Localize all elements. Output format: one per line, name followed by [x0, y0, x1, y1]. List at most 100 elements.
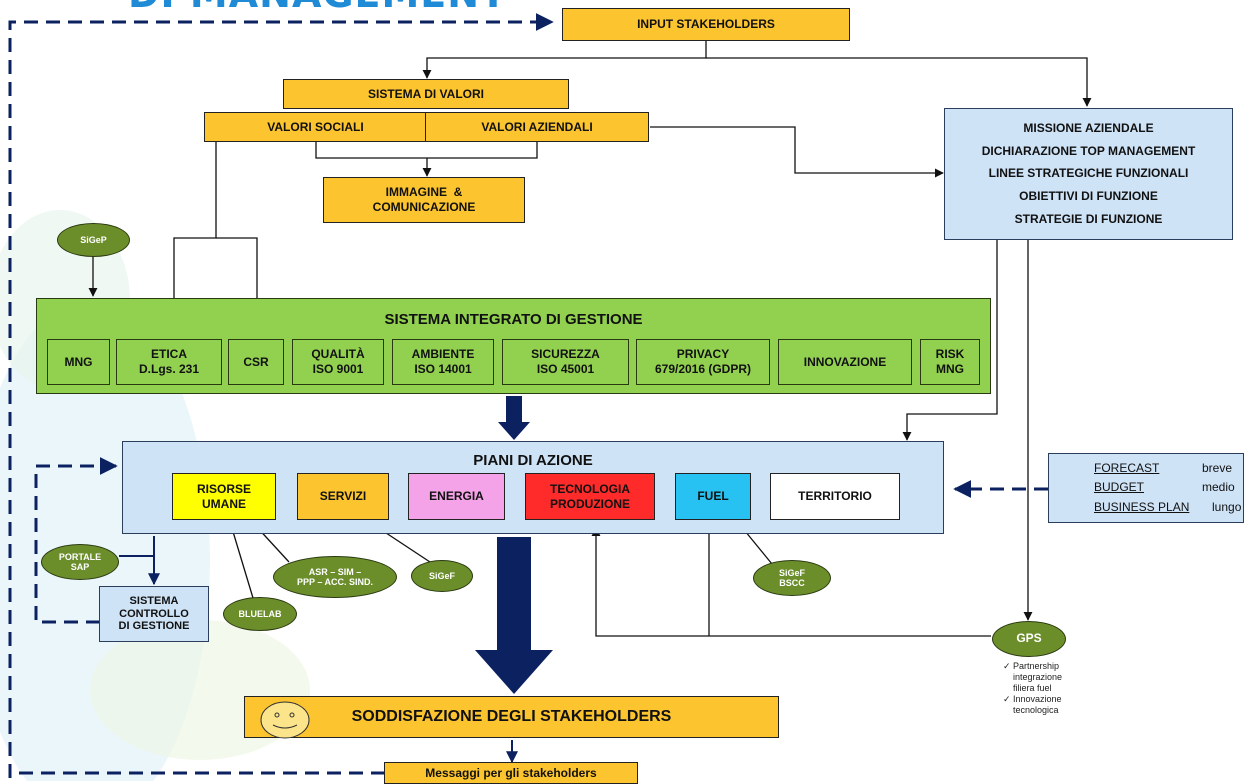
- piano-risorse-umane: RISORSE UMANE: [172, 473, 276, 520]
- smiley-face-icon: [260, 701, 310, 739]
- controllo-gestione-box: SISTEMA CONTROLLO DI GESTIONE: [99, 586, 209, 642]
- piano-energia: ENERGIA: [408, 473, 505, 520]
- sig-item-label: SICUREZZA: [531, 347, 600, 361]
- budget-term: medio: [1202, 480, 1235, 494]
- sig-item-innovazione: INNOVAZIONE: [778, 339, 912, 385]
- sigef-oval: SiGeF: [411, 560, 473, 592]
- oval-label: SiGeF: [428, 570, 455, 581]
- controllo-line-3: DI GESTIONE: [118, 620, 190, 633]
- oval-line-1: SiGeF: [778, 567, 805, 578]
- sistema-integrato-title: SISTEMA INTEGRATO DI GESTIONE: [384, 311, 643, 328]
- immagine-line-2: COMUNICAZIONE: [372, 200, 476, 214]
- missione-box: MISSIONE AZIENDALE DICHIARAZIONE TOP MAN…: [944, 108, 1233, 240]
- sig-item-sublabel: D.Lgs. 231: [138, 362, 200, 376]
- planning-box: [1048, 453, 1244, 523]
- piano-label: SERVIZI: [319, 489, 367, 503]
- missione-line-4: OBIETTIVI DI FUNZIONE: [1019, 189, 1158, 204]
- sig-item-label: INNOVAZIONE: [803, 354, 887, 369]
- sigep-label: SiGeP: [80, 234, 107, 245]
- input-stakeholders-box: INPUT STAKEHOLDERS: [562, 8, 850, 41]
- check-icon: ✓: [1003, 694, 1011, 704]
- sistema-valori-label: SISTEMA DI VALORI: [367, 86, 484, 101]
- sigep-oval: SiGeP: [57, 223, 130, 257]
- gps-note-line: tecnologica: [1013, 705, 1059, 715]
- piano-label: TERRITORIO: [798, 489, 872, 503]
- sig-item-label: QUALITÀ: [311, 347, 365, 361]
- sig-item-csr: CSR: [228, 339, 284, 385]
- sig-item-label: PRIVACY: [676, 347, 730, 361]
- immagine-comunicazione-box: IMMAGINE & COMUNICAZIONE: [323, 177, 525, 223]
- gps-note: ✓ Partnership integrazione filiera fuel: [1003, 661, 1062, 694]
- valori-sociali-label: VALORI SOCIALI: [267, 119, 364, 134]
- gps-oval: GPS: [992, 621, 1066, 657]
- piano-sublabel: PRODUZIONE: [549, 496, 630, 511]
- gps-notes: ✓ Partnership integrazione filiera fuel …: [1003, 661, 1062, 716]
- oval-line-2: SAP: [70, 562, 90, 572]
- sig-item-mng: MNG: [47, 339, 110, 385]
- sig-item-sublabel: MNG: [936, 362, 964, 376]
- soddisfazione-box: SODDISFAZIONE DEGLI STAKEHOLDERS: [244, 696, 779, 738]
- missione-line-3: LINEE STRATEGICHE FUNZIONALI: [988, 166, 1189, 181]
- sig-item-etica: ETICA D.Lgs. 231: [116, 339, 222, 385]
- piano-label: RISORSE: [196, 481, 251, 496]
- input-stakeholders-label: INPUT STAKEHOLDERS: [637, 17, 775, 31]
- gps-note: ✓ Innovazione tecnologica: [1003, 694, 1062, 716]
- sig-item-label: RISK: [935, 347, 965, 361]
- sig-item-sicurezza: SICUREZZA ISO 45001: [502, 339, 629, 385]
- sig-item-ambiente: AMBIENTE ISO 14001: [392, 339, 494, 385]
- valori-aziendali-label: VALORI AZIENDALI: [481, 119, 593, 134]
- piani-azione-title: PIANI DI AZIONE: [473, 452, 593, 469]
- piano-sublabel: UMANE: [202, 496, 246, 511]
- immagine-line-1: IMMAGINE &: [385, 185, 463, 199]
- piano-label: FUEL: [697, 489, 729, 503]
- piano-tecnologia: TECNOLOGIA PRODUZIONE: [525, 473, 655, 520]
- gps-note-line: integrazione: [1013, 672, 1063, 682]
- missione-line-5: STRATEGIE DI FUNZIONE: [1014, 212, 1163, 227]
- asr-oval: ASR – SIM – PPP – ACC. SIND.: [273, 556, 397, 598]
- piano-label: TECNOLOGIA: [550, 481, 630, 496]
- business-plan-label: BUSINESS PLAN: [1094, 500, 1190, 514]
- gps-note-line: Partnership: [1013, 661, 1060, 671]
- sig-item-label: CSR: [243, 354, 269, 369]
- sig-item-label: AMBIENTE: [411, 347, 475, 361]
- gps-note-line: filiera fuel: [1013, 683, 1052, 693]
- big-arrows: [475, 396, 553, 694]
- check-icon: ✓: [1003, 661, 1011, 671]
- sig-item-privacy: PRIVACY 679/2016 (GDPR): [636, 339, 770, 385]
- page-title: DI MANAGEMENT: [128, 0, 507, 16]
- bluelab-oval: BLUELAB: [223, 597, 297, 631]
- oval-line-1: PORTALE: [58, 551, 102, 562]
- sig-item-sublabel: 679/2016 (GDPR): [654, 362, 752, 376]
- forecast-term: breve: [1202, 461, 1233, 475]
- messaggi-label: Messaggi per gli stakeholders: [425, 765, 597, 780]
- valori-aziendali-box: VALORI AZIENDALI: [425, 112, 649, 142]
- sig-item-label: ETICA: [151, 347, 187, 361]
- budget-label: BUDGET: [1094, 480, 1145, 494]
- piano-label: ENERGIA: [429, 489, 484, 503]
- sig-item-sublabel: ISO 45001: [536, 362, 595, 376]
- sigef-bscc-oval: SiGeF BSCC: [753, 560, 831, 596]
- sig-item-qualita: QUALITÀ ISO 9001: [292, 339, 384, 385]
- sistema-valori-box: SISTEMA DI VALORI: [283, 79, 569, 109]
- soddisfazione-label: SODDISFAZIONE DEGLI STAKEHOLDERS: [351, 708, 672, 725]
- valori-sociali-box: VALORI SOCIALI: [204, 112, 427, 142]
- missione-line-2: DICHIARAZIONE TOP MANAGEMENT: [981, 143, 1196, 158]
- missione-line-1: MISSIONE AZIENDALE: [1023, 120, 1154, 135]
- business-plan-term: lungo: [1212, 500, 1242, 514]
- oval-label: GPS: [1016, 631, 1042, 646]
- sig-item-label: MNG: [64, 354, 93, 369]
- oval-label: BLUELAB: [238, 608, 282, 619]
- portale-sap-oval: PORTALE SAP: [41, 544, 119, 580]
- gps-note-line: Innovazione: [1013, 694, 1062, 704]
- oval-line-2: BSCC: [779, 578, 805, 588]
- sig-item-risk: RISK MNG: [920, 339, 980, 385]
- piano-servizi: SERVIZI: [297, 473, 389, 520]
- forecast-label: FORECAST: [1094, 461, 1160, 475]
- sig-item-sublabel: ISO 9001: [312, 362, 364, 376]
- piano-territorio: TERRITORIO: [770, 473, 900, 520]
- oval-line-2: PPP – ACC. SIND.: [296, 577, 374, 587]
- controllo-line-2: CONTROLLO: [119, 607, 189, 620]
- sig-item-sublabel: ISO 14001: [414, 362, 472, 376]
